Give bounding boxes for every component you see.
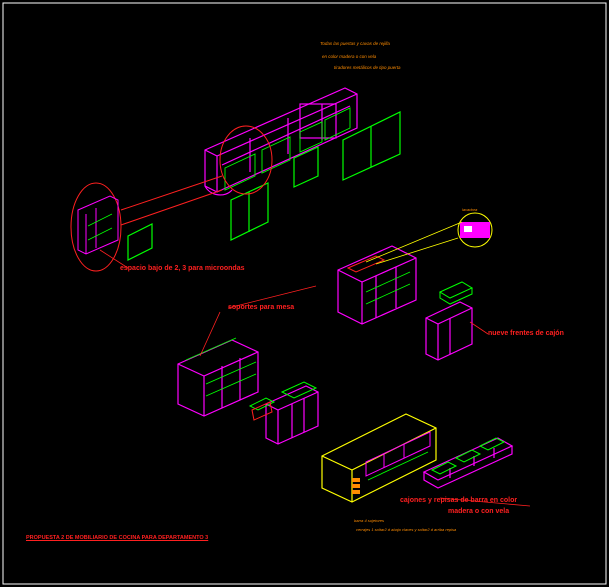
stove-label: lavadora [462,207,478,212]
upper-door-panels [127,111,401,261]
drawer-unit-middle [265,385,319,445]
upper-cabinets-inner [224,107,351,191]
microwave-detail [77,195,119,255]
detail-callouts [70,125,273,272]
bar-supports-label: soportes para mesa [228,304,295,311]
bar-bottle-rack [352,478,360,494]
drawers-bar-note-1: cajones y repisas de barra en color [400,497,518,504]
top-note-1: Todas las puertas y cavas de rejilla [320,41,390,46]
bar-unit [321,413,437,503]
top-note-3: tiradores metálicos de tipo puerta [334,65,401,70]
microwave-space-label: espacio bajo de 2, 3 para microondas [120,265,245,272]
upper-cabinets [204,87,358,196]
stove-island [337,245,417,325]
bottom-note-2: cerrajes 1 soltar2 d abajo claves y solt… [356,527,457,532]
drawers-bar-note-2: madera o con vela [448,508,510,515]
drawer-handles-label: nueve frentes de cajón [488,330,564,337]
stove-callout [365,212,493,265]
bottom-note-1: barra 4 sujetores [354,518,385,523]
drawing-title: PROPUESTA 2 DE MOBILIARIO DE COCINA PARA… [26,535,209,541]
top-note-2: en color madera o con vela [322,54,377,59]
drawer-row-right [422,437,514,489]
drawer-unit-right [425,301,473,361]
